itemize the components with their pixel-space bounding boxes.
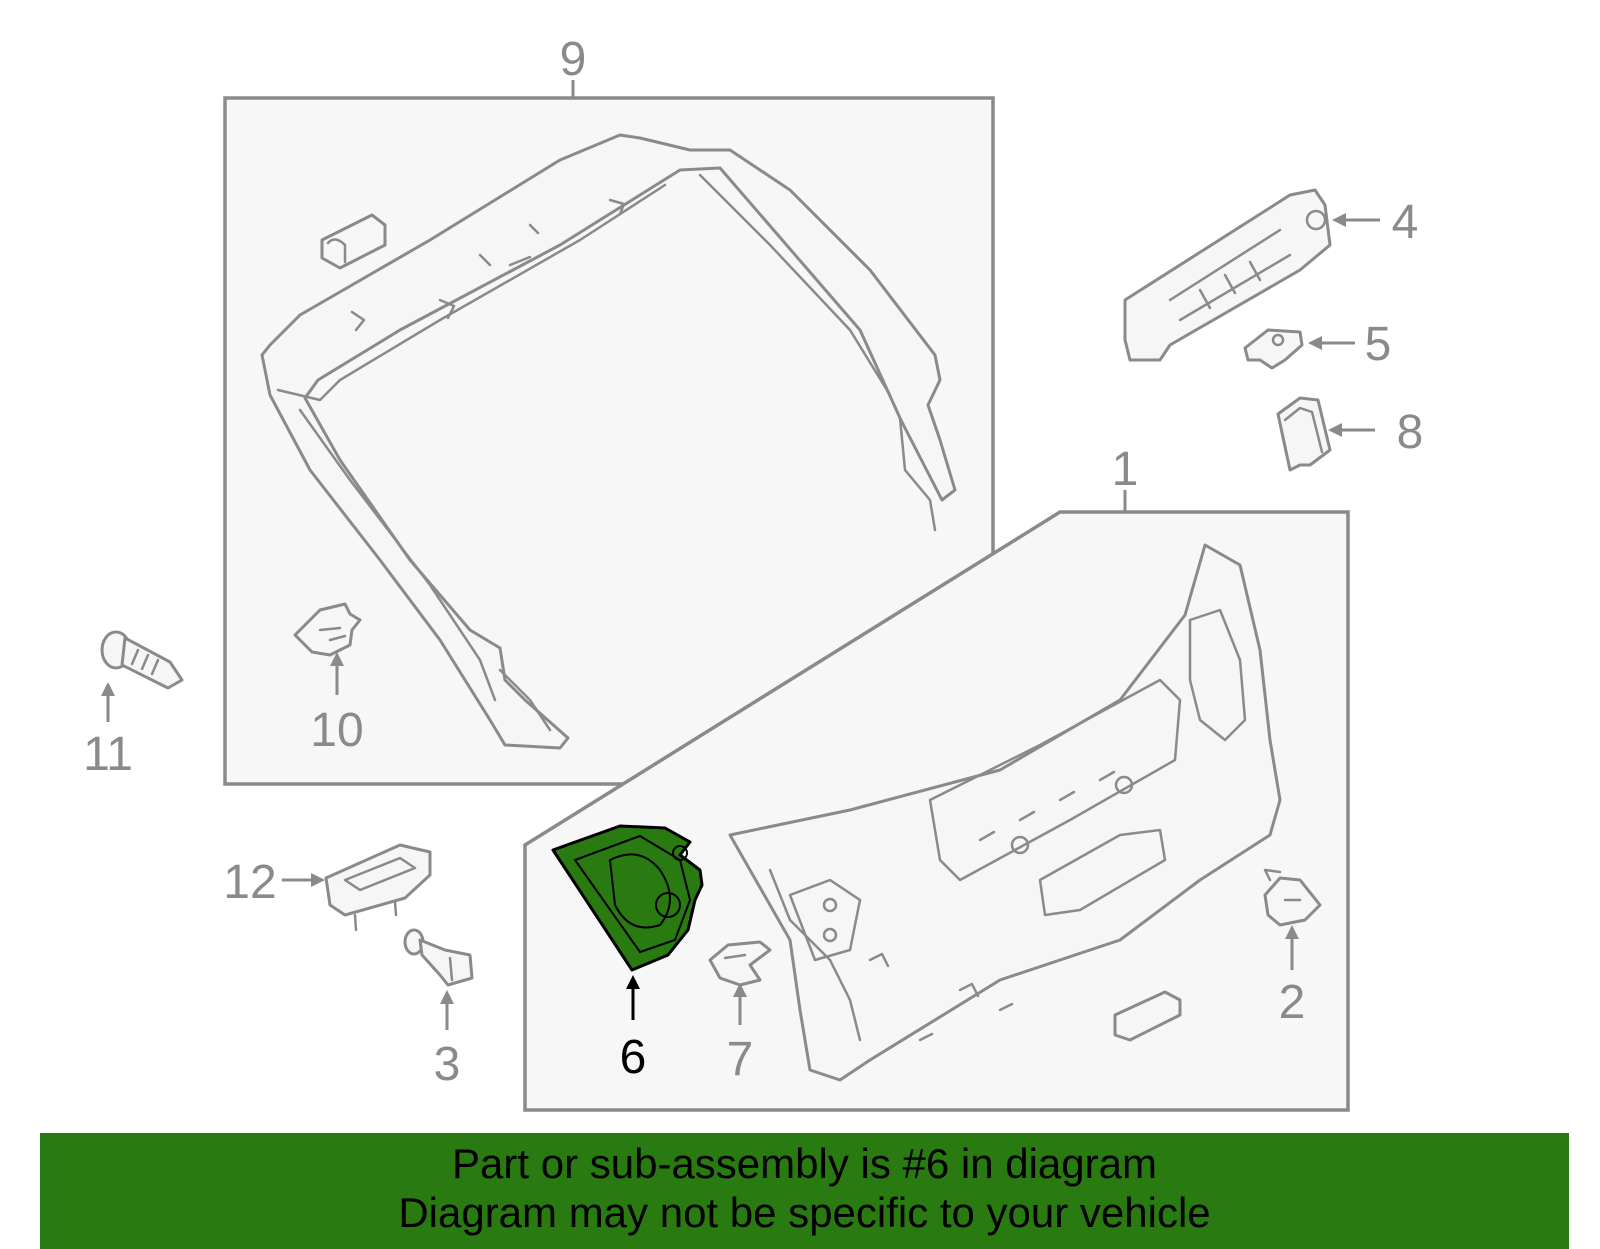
- cover-part-8[interactable]: [1276, 396, 1332, 472]
- banner-line-2: Diagram may not be specific to your vehi…: [398, 1189, 1211, 1236]
- plug-inset-part[interactable]: [1113, 990, 1182, 1042]
- callout-2[interactable]: 2: [1279, 976, 1306, 1029]
- clip-part-2[interactable]: [1263, 868, 1322, 927]
- trim-frame-part-9[interactable]: [260, 133, 957, 750]
- callout-1[interactable]: 1: [1112, 443, 1139, 496]
- callout-9[interactable]: 9: [560, 33, 587, 86]
- callout-6[interactable]: 6: [620, 1031, 647, 1084]
- pin-part-3[interactable]: [403, 928, 474, 987]
- bolt-part-11[interactable]: [100, 630, 184, 690]
- callout-12[interactable]: 12: [223, 856, 276, 909]
- callout-4[interactable]: 4: [1392, 196, 1419, 249]
- callout-8[interactable]: 8: [1397, 406, 1424, 459]
- switch-part-12[interactable]: [324, 843, 432, 932]
- info-banner: Part or sub-assembly is #6 in diagram Di…: [40, 1133, 1569, 1249]
- parts-diagram: 9 10 11 4 5: [83, 33, 1424, 1112]
- bracket-part-4[interactable]: [1123, 188, 1332, 362]
- callout-11[interactable]: 11: [83, 728, 133, 781]
- clip-inset-part[interactable]: [320, 213, 387, 270]
- callout-7[interactable]: 7: [727, 1033, 754, 1086]
- retainer-part-7[interactable]: [708, 940, 772, 987]
- banner-line-1: Part or sub-assembly is #6 in diagram: [452, 1140, 1157, 1187]
- liftgate-panel-part-1[interactable]: [728, 543, 1282, 1082]
- clip-part-5[interactable]: [1243, 328, 1304, 370]
- lamp-housing-part-6[interactable]: [551, 824, 704, 972]
- callout-3[interactable]: 3: [434, 1038, 461, 1091]
- clip-part-10[interactable]: [293, 602, 362, 657]
- callout-5[interactable]: 5: [1365, 318, 1392, 371]
- callout-10[interactable]: 10: [310, 704, 363, 757]
